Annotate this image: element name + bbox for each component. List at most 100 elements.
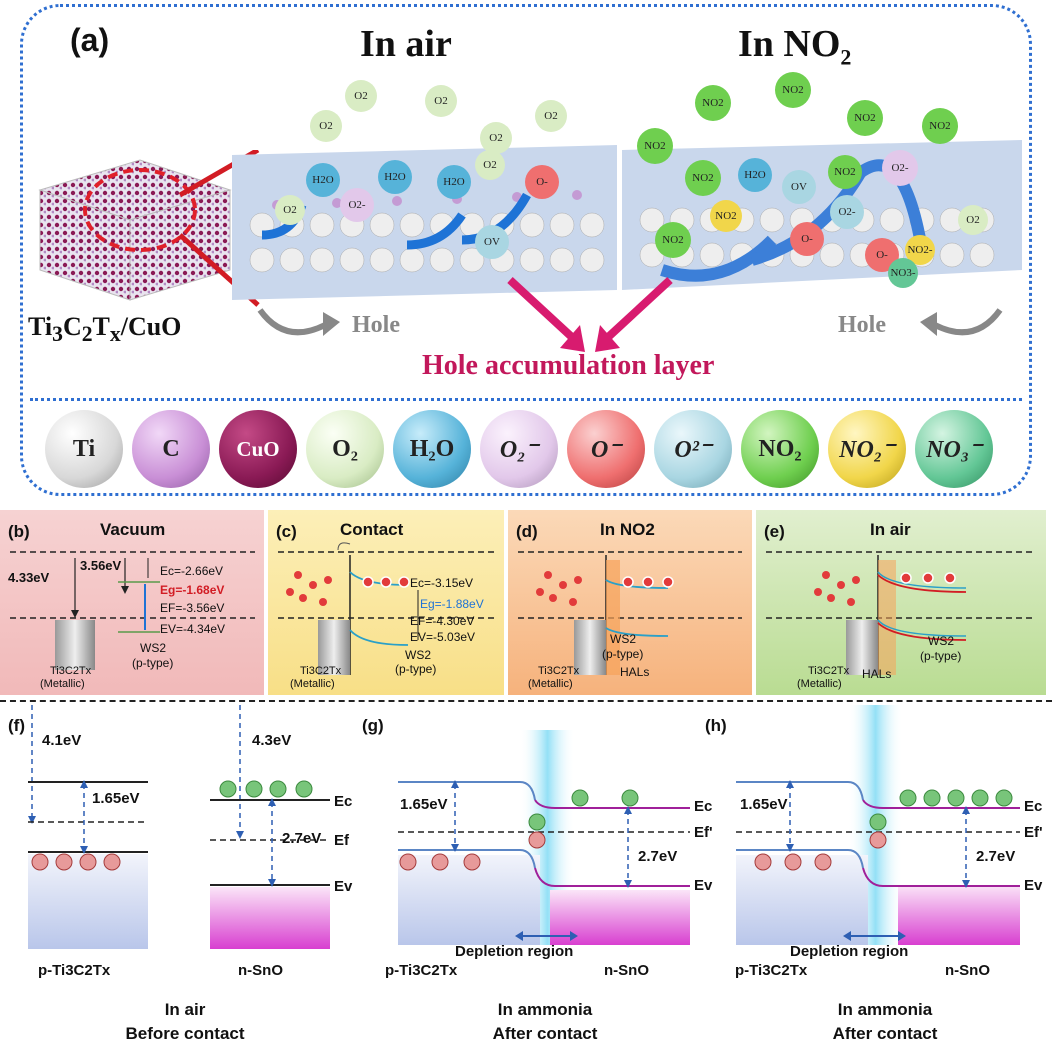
panel-e-label: (e) (764, 522, 785, 541)
legend-c: C (132, 410, 210, 488)
panel-g-ec: Ec (694, 798, 713, 815)
molecule-no2: NO2 (847, 100, 883, 136)
molecule-o-minus: O- (790, 222, 824, 256)
panel-d-metal-type: (Metallic) (528, 678, 573, 690)
hole-arrow-right-icon (920, 308, 1003, 336)
material-label: Ti3C2Tx/CuO (28, 312, 182, 347)
hal-label: Hole accumulation layer (422, 350, 715, 381)
panel-f-wf-right: 4.3eV (252, 732, 292, 749)
molecule-o2: O2 (310, 110, 342, 142)
panel-c-title: Contact (340, 520, 404, 539)
panel-f-label: (f) (8, 716, 25, 735)
panel-d-title: In NO2 (600, 520, 655, 539)
panel-h-band-diagram (736, 705, 1020, 945)
panel-d-hals: HALs (620, 665, 650, 679)
panel-g-ev: Ev (694, 877, 713, 894)
molecule-no2: NO2 (828, 155, 862, 189)
panel-e-band-diagram (766, 551, 1036, 675)
panel-f-right-mat: n-SnO (238, 962, 283, 979)
panel-c-ec: Ec=-3.15eV (410, 576, 474, 590)
panel-a-title-no2: In NO2 (738, 23, 852, 70)
panel-b-metal-type: (Metallic) (40, 678, 85, 690)
panel-c-ws2: WS2 (405, 648, 432, 662)
molecule-no2: NO2 (775, 72, 811, 108)
panel-b-label: (b) (8, 522, 30, 541)
panel-e-hals: HALs (862, 667, 892, 681)
hole-arrow-left-icon (257, 308, 340, 336)
panel-e-metal: Ti3C2Tx (808, 665, 850, 677)
molecule-o2: O2 (475, 150, 505, 180)
panel-h-cond2: After contact (832, 1024, 938, 1043)
panel-b-ws2-type: (p-type) (132, 656, 174, 670)
legend-no2: NO₂ (741, 410, 819, 488)
panel-g-right-mat: n-SnO (604, 962, 649, 979)
panel-b-ec: Ec=-2.66eV (160, 564, 224, 578)
hal-pink-arrows-icon (507, 277, 673, 352)
molecule-o2: O2 (958, 205, 988, 235)
panel-a-divider (30, 398, 1022, 401)
panel-h-ev: Ev (1024, 877, 1043, 894)
panel-b-ws2: WS2 (140, 641, 167, 655)
panel-h-gap-right: 2.7eV (976, 848, 1016, 865)
panel-g-cond2: After contact (492, 1024, 598, 1043)
molecule-no2: NO2 (685, 160, 721, 196)
panel-f-wf-left: 4.1eV (42, 732, 82, 749)
panel-fgh-vacuum-line (0, 700, 1052, 702)
panel-c-metal: Ti3C2Tx (300, 665, 342, 677)
panel-a-frame (20, 4, 1032, 496)
molecule-h2o: H2O (437, 165, 471, 199)
panel-b (0, 510, 264, 695)
molecule-o2: O2 (480, 122, 512, 154)
molecule-no2-minus: NO2- (905, 235, 935, 265)
panel-b-metal: Ti3C2Tx (50, 665, 92, 677)
panel-g-gap-right: 2.7eV (638, 848, 678, 865)
panel-d-ws2-type: (p-type) (602, 647, 644, 661)
panel-b-wf-ws2: 3.56eV (80, 558, 122, 573)
molecule-no2: NO2 (922, 108, 958, 144)
panel-d-ws2: WS2 (610, 632, 637, 646)
legend-o-minus: O⁻ (567, 410, 645, 488)
panel-b-band-diagram (10, 551, 255, 670)
panel-f-ec: Ec (334, 793, 353, 810)
molecule-ov: OV (475, 225, 509, 259)
panel-g-label: (g) (362, 716, 384, 735)
panel-h-label: (h) (705, 716, 727, 735)
panel-g-ef: Ef' (694, 824, 713, 841)
molecule-o2: O2 (345, 80, 377, 112)
panel-g-band-diagram (398, 730, 690, 945)
panel-f-cond1: In air (164, 1000, 206, 1019)
panel-b-ef: EF=-3.56eV (160, 601, 225, 615)
panel-f-gap-right: 2.7eV (282, 830, 322, 847)
panel-f-ev: Ev (334, 878, 353, 895)
panel-e-metal-type: (Metallic) (797, 678, 842, 690)
panel-g-left-mat: p-Ti3C2Tx (385, 962, 458, 979)
panel-h-right-mat: n-SnO (945, 962, 990, 979)
panel-c-label: (c) (276, 522, 297, 541)
panel-c (268, 510, 504, 695)
panel-c-band-diagram (278, 542, 494, 675)
panel-h-cond1: In ammonia (837, 1000, 933, 1019)
molecule-no3-minus: NO3- (888, 258, 918, 288)
molecule-o2: O2 (535, 100, 567, 132)
molecule-h2o: H2O (306, 163, 340, 197)
panel-c-ws2-type: (p-type) (395, 662, 437, 676)
molecule-no2: NO2 (695, 85, 731, 121)
molecule-no2-minus: NO2 (710, 200, 742, 232)
panel-g-gap-left: 1.65eV (400, 796, 448, 813)
legend-o2: O₂ (306, 410, 384, 488)
molecule-ov: OV (782, 170, 816, 204)
molecule-h2o: H2O (738, 158, 772, 192)
legend-o2-minus: O₂⁻ (480, 410, 558, 488)
panel-d (508, 510, 752, 695)
legend-cuo: CuO (219, 410, 297, 488)
panel-e (756, 510, 1046, 695)
molecule-no2: NO2 (655, 222, 691, 258)
panel-h-depletion: Depletion region (790, 943, 909, 960)
panel-f-cond2: Before contact (125, 1024, 245, 1043)
panel-e-ws2-type: (p-type) (920, 649, 962, 663)
legend-no3-minus: NO₃⁻ (915, 410, 993, 488)
molecule-h2o: H2O (378, 160, 412, 194)
legend-ti: Ti (45, 410, 123, 488)
panel-f-ef: Ef (334, 832, 349, 849)
legend-o2minus2: O²⁻ (654, 410, 732, 488)
